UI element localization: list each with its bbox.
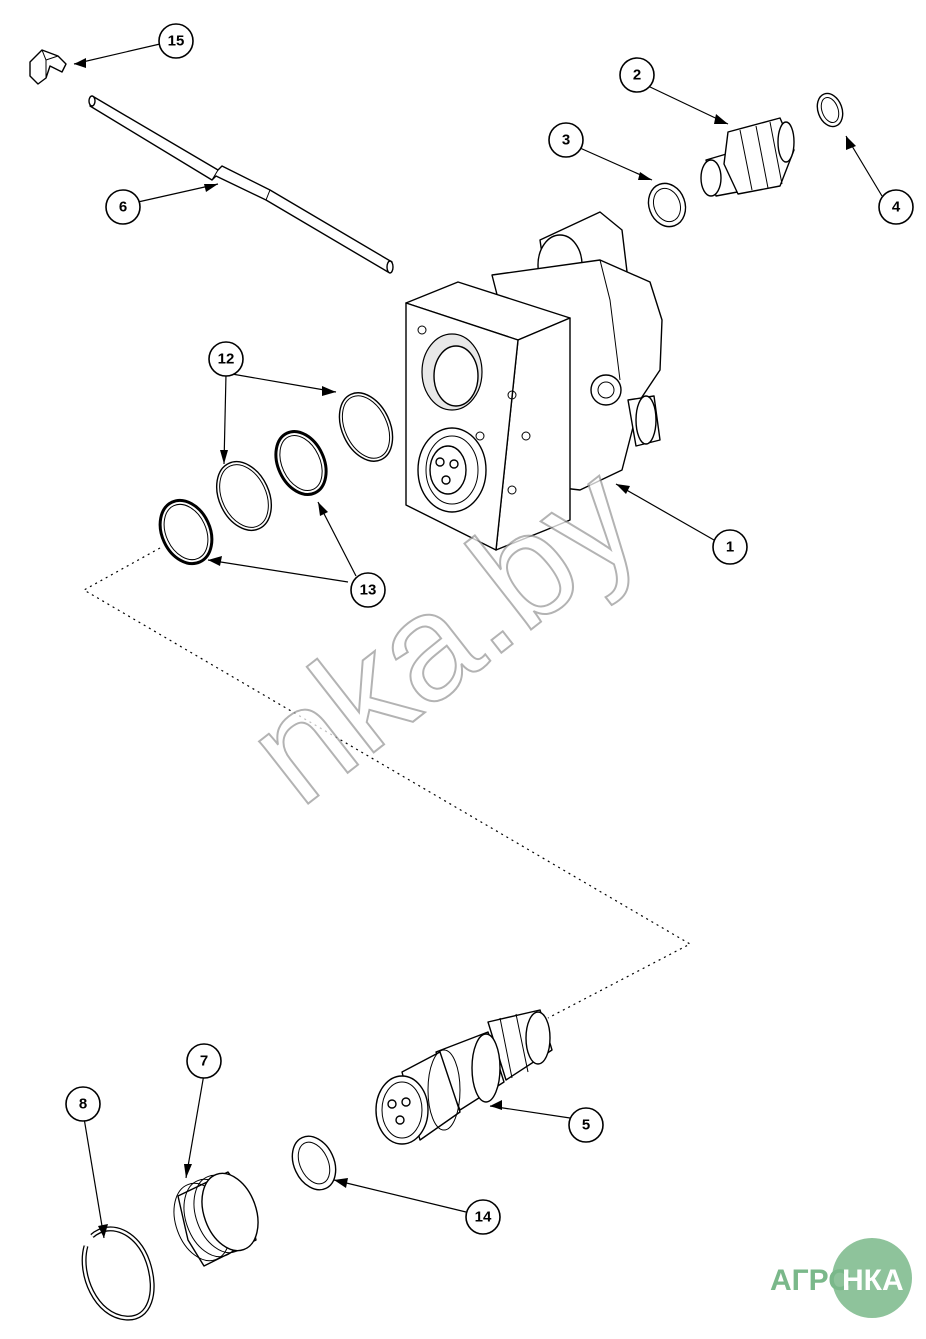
assembly-dotted-line bbox=[82, 547, 692, 1019]
callout-5: 5 bbox=[568, 1107, 604, 1143]
leader-arrowheads bbox=[74, 58, 856, 1238]
logo-circle bbox=[832, 1238, 912, 1318]
callout-12: 12 bbox=[208, 341, 244, 377]
callout-13: 13 bbox=[350, 572, 386, 608]
part-4-washer bbox=[816, 92, 844, 128]
callout-2-label: 2 bbox=[633, 67, 641, 84]
callout-4-label: 4 bbox=[892, 199, 901, 216]
part-6-rod bbox=[88, 95, 394, 274]
callout-8-label: 8 bbox=[79, 1096, 87, 1113]
logo-left-text: АГРО bbox=[770, 1264, 852, 1297]
part-15-clip bbox=[29, 49, 67, 85]
callout-15: 15 bbox=[158, 23, 194, 59]
part-13-backup-ring-lower bbox=[158, 498, 214, 566]
callout-13-label: 13 bbox=[360, 582, 377, 599]
callout-6: 6 bbox=[105, 189, 141, 225]
part-13-backup-ring-upper bbox=[274, 430, 328, 496]
logo-right-text: НКА bbox=[842, 1264, 904, 1297]
callout-4: 4 bbox=[878, 189, 914, 225]
part-12-o-ring-lower bbox=[216, 461, 272, 531]
callout-3: 3 bbox=[548, 122, 584, 158]
callout-12-label: 12 bbox=[218, 351, 235, 368]
callout-1-label: 1 bbox=[726, 539, 734, 556]
callout-7-label: 7 bbox=[200, 1053, 208, 1070]
callout-8: 8 bbox=[65, 1086, 101, 1122]
part-3-washer bbox=[647, 182, 687, 228]
part-7-spring bbox=[173, 1171, 259, 1267]
callout-7: 7 bbox=[186, 1043, 222, 1079]
agronka-logo: АГРО НКА bbox=[770, 1238, 912, 1318]
part-8-snap-ring bbox=[81, 1226, 155, 1321]
callout-5-label: 5 bbox=[582, 1117, 590, 1134]
callout-1: 1 bbox=[712, 529, 748, 565]
part-1-valve-body bbox=[405, 211, 663, 551]
callout-6-label: 6 bbox=[119, 199, 127, 216]
callout-3-label: 3 bbox=[562, 132, 570, 149]
part-12-o-ring-upper bbox=[338, 392, 394, 462]
callout-15-label: 15 bbox=[168, 33, 185, 50]
callout-14-label: 14 bbox=[475, 1209, 492, 1226]
part-5-spool bbox=[375, 1009, 553, 1145]
callout-14: 14 bbox=[465, 1199, 501, 1235]
leader-lines bbox=[73, 43, 883, 1239]
part-14-washer bbox=[291, 1135, 337, 1191]
callout-2: 2 bbox=[619, 57, 655, 93]
part-2-fitting bbox=[700, 117, 795, 197]
